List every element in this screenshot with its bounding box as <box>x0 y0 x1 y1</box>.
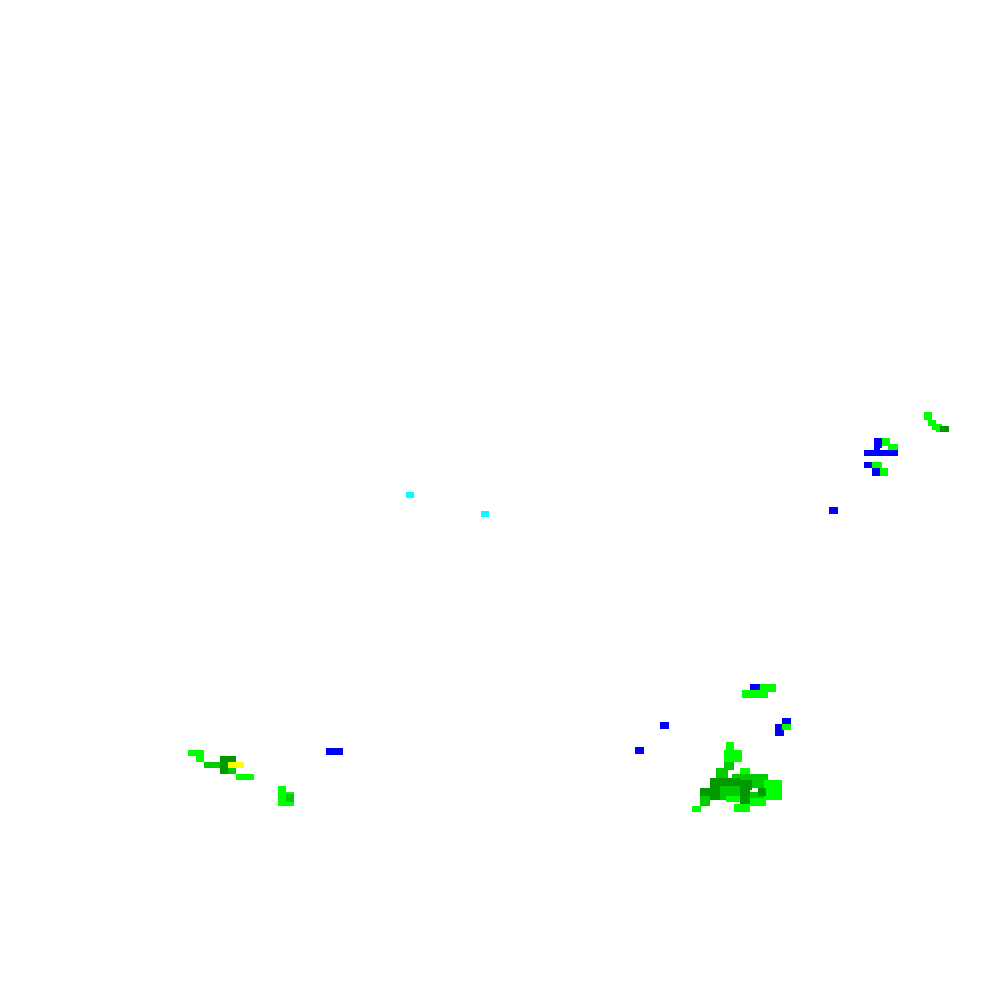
ne-cluster-cell <box>880 468 888 476</box>
center-cyan-cell <box>406 492 414 498</box>
ne-cluster-cell <box>940 426 949 432</box>
sw-cluster-cell <box>278 786 286 792</box>
ne-cluster-cell <box>888 444 898 450</box>
ne-cluster-cell <box>882 438 890 446</box>
sw-cluster-cell <box>286 794 294 802</box>
sw-cluster-cell <box>236 774 254 780</box>
se-cluster-cell <box>635 747 644 754</box>
ne-cluster-cell <box>872 468 882 476</box>
ne-cluster-cell <box>864 450 898 456</box>
se-cluster-cell <box>750 792 764 800</box>
east-isolated-cell <box>829 507 838 514</box>
center-cyan-cell <box>481 511 489 517</box>
sw-cluster-cell <box>188 750 204 756</box>
se-cluster-cell <box>734 804 750 812</box>
se-cluster-cell <box>716 768 728 778</box>
se-cluster-cell <box>726 796 740 802</box>
se-cluster-cell <box>758 788 766 796</box>
se-cluster-cell <box>750 684 760 692</box>
se-cluster-cell <box>740 780 752 790</box>
sw-cluster-cell <box>196 756 204 762</box>
se-cluster-cell <box>732 774 768 782</box>
se-cluster-cell <box>724 762 734 770</box>
sw-blue-cell <box>326 748 343 755</box>
ne-cluster-cell <box>872 462 882 468</box>
ne-cluster-cell <box>874 438 882 448</box>
se-cluster-cell <box>710 778 740 788</box>
sw-cluster-cell <box>220 756 236 764</box>
ne-cluster-cell <box>874 444 880 450</box>
se-cluster-cell <box>700 796 710 806</box>
ne-cluster-cell <box>928 420 936 426</box>
se-cluster-cell <box>760 684 776 692</box>
se-cluster-cell <box>742 690 768 698</box>
sw-cluster-cell <box>212 762 224 768</box>
se-cluster-cell <box>750 798 766 806</box>
se-cluster-cell <box>660 722 669 729</box>
se-cluster-cell <box>740 790 750 804</box>
se-cluster-cell <box>740 768 750 776</box>
sw-cluster-cell <box>220 764 228 774</box>
se-cluster-cell <box>692 806 701 812</box>
sw-cluster-cell <box>228 762 244 768</box>
se-cluster-cell <box>752 778 764 788</box>
se-cluster-cell <box>782 724 791 730</box>
sw-cluster-cell <box>228 768 236 774</box>
ne-cluster-cell <box>924 412 932 420</box>
se-cluster-cell <box>764 790 782 800</box>
se-cluster-cell <box>764 780 782 790</box>
se-cluster-cell <box>726 742 734 750</box>
se-cluster-cell <box>724 750 742 762</box>
sw-cluster-cell <box>204 762 216 768</box>
ne-cluster-cell <box>864 462 872 468</box>
se-cluster-cell <box>782 718 791 726</box>
se-cluster-cell <box>775 724 784 736</box>
